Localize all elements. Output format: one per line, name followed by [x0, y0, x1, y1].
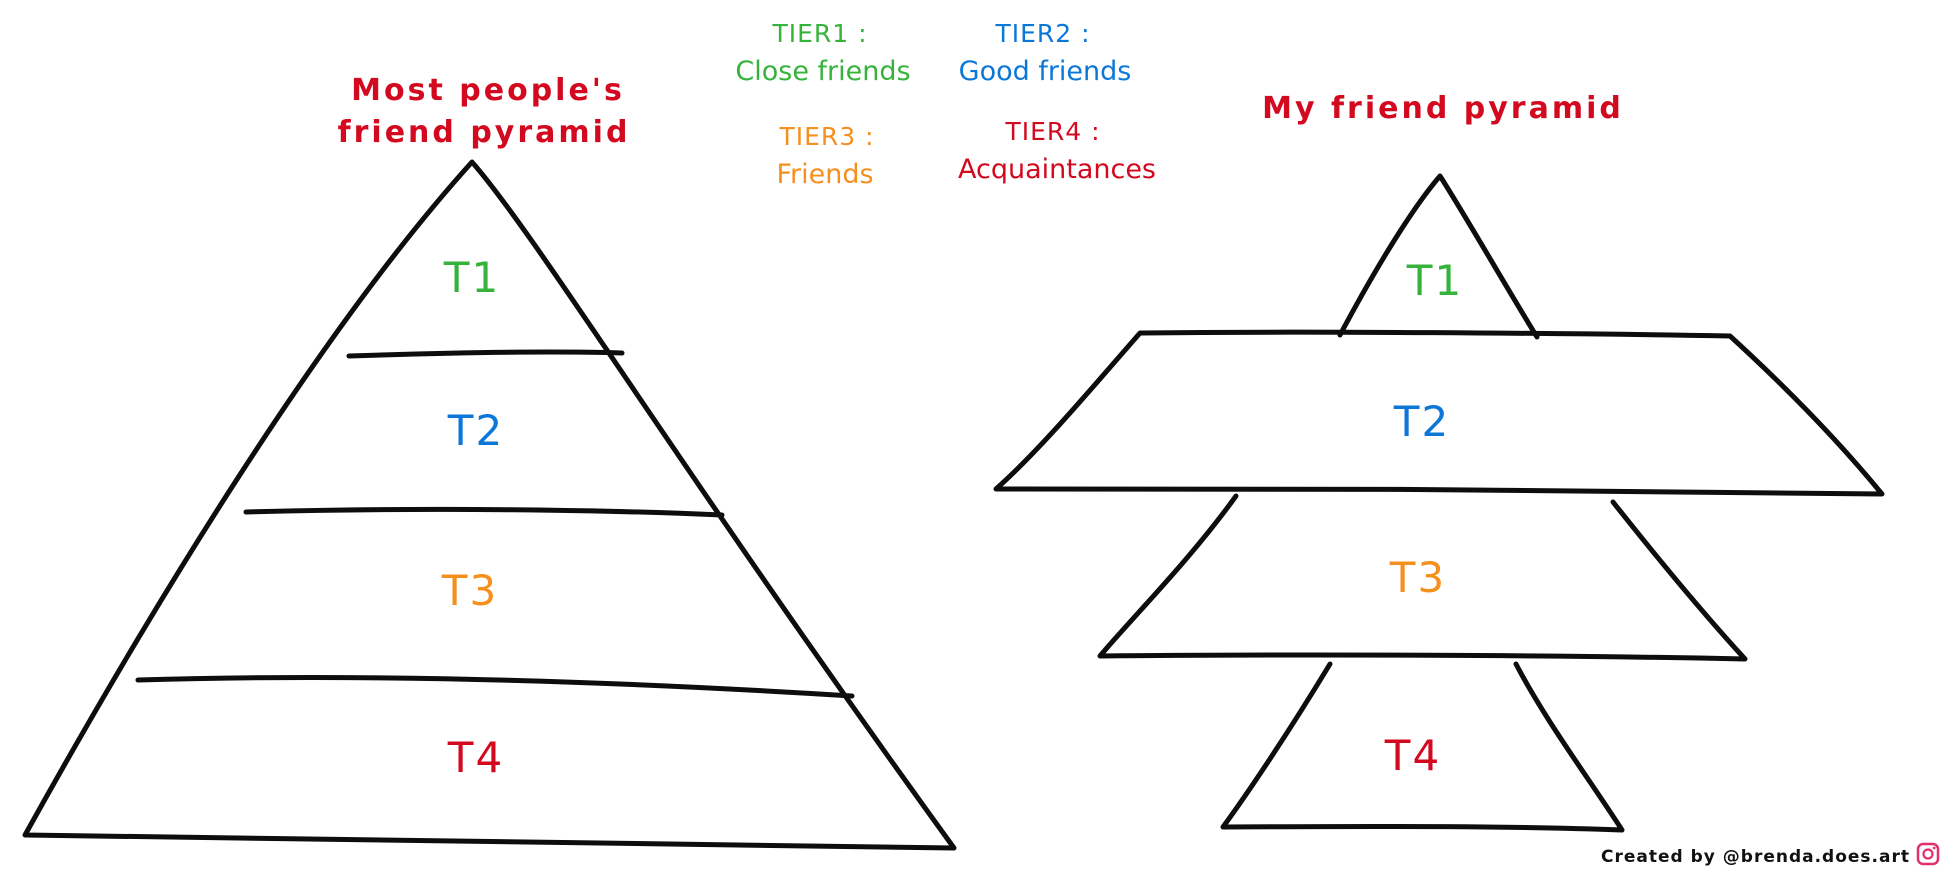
left-tier-divider-2 — [243, 506, 725, 518]
legend-tier1-desc: Close friends — [735, 56, 910, 87]
legend-tier4: TIER4 : Acquaintances — [958, 117, 1156, 185]
legend-tier3-desc: Friends — [776, 159, 873, 190]
legend-tier3: TIER3 : Friends — [776, 122, 874, 190]
left-tier4-label: T4 — [447, 733, 504, 782]
legend-tier4-head: TIER4 : — [1004, 117, 1100, 146]
right-pyramid: T1 T2 T3 T4 — [993, 173, 1885, 833]
left-tier1-label: T1 — [443, 253, 500, 302]
credit: Created by @brenda.does.art — [1601, 842, 1940, 867]
left-tier2-label: T2 — [447, 406, 504, 455]
left-pyramid: T1 T2 T3 T4 — [22, 159, 957, 851]
right-tier1-triangle — [1337, 173, 1540, 340]
tier-legend: TIER1 : Close friends TIER2 : Good frien… — [735, 19, 1156, 190]
instagram-icon — [1916, 842, 1940, 866]
left-tier3-label: T3 — [441, 566, 498, 615]
left-tier-divider-1 — [346, 349, 625, 359]
right-tier3-trapezoid — [1097, 493, 1748, 662]
legend-tier1-head: TIER1 : — [771, 19, 867, 48]
credit-text: Created by @brenda.does.art — [1601, 847, 1910, 867]
right-tier4-triangle — [1220, 661, 1625, 833]
legend-tier3-head: TIER3 : — [778, 122, 874, 151]
legend-tier2: TIER2 : Good friends — [959, 19, 1132, 87]
right-tier3-label: T3 — [1389, 553, 1446, 602]
right-tier2-trapezoid — [993, 329, 1885, 497]
legend-tier2-head: TIER2 : — [994, 19, 1090, 48]
right-tier4-label: T4 — [1384, 731, 1441, 780]
left-title-line2: friend pyramid — [338, 115, 631, 150]
left-tier-divider-3 — [135, 674, 855, 699]
left-pyramid-outline — [22, 159, 957, 851]
legend-tier2-desc: Good friends — [959, 56, 1132, 87]
right-tier1-label: T1 — [1406, 256, 1463, 305]
legend-tier1: TIER1 : Close friends — [735, 19, 910, 87]
legend-tier4-desc: Acquaintances — [958, 154, 1156, 185]
right-tier2-label: T2 — [1393, 397, 1450, 446]
right-title: My friend pyramid — [1262, 91, 1624, 126]
left-title-line1: Most people's — [351, 73, 625, 108]
